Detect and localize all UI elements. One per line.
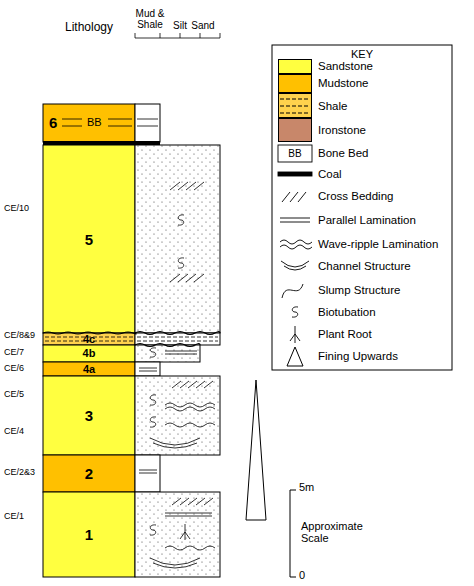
- bone-bed-mark: BB: [87, 117, 102, 128]
- bed-number: 5: [85, 232, 93, 247]
- grain-size-scale: Silt: [173, 20, 187, 31]
- sample-code: CE/8&9: [4, 331, 35, 341]
- bed-band: 5: [43, 145, 135, 333]
- legend-swatch: [278, 74, 312, 93]
- legend-text: Mudstone: [318, 77, 369, 90]
- bed-band: 1: [43, 492, 135, 577]
- scale-label: 0: [299, 569, 305, 581]
- bed-number: 4b: [83, 348, 96, 359]
- legend-swatch: [278, 59, 312, 74]
- legend-text: Plant Root: [318, 328, 372, 341]
- bed-number: 4a: [83, 364, 95, 375]
- sample-code: CE/7: [4, 348, 24, 358]
- scale-label: Approximate Scale: [301, 520, 363, 544]
- bed-number: 2: [85, 466, 93, 481]
- bed-band: 4b: [43, 345, 135, 362]
- key-title: KEY: [351, 48, 373, 60]
- legend-text: Bone Bed: [318, 147, 369, 160]
- legend-text: Channel Structure: [318, 260, 411, 273]
- bed-band: 4c: [43, 333, 135, 345]
- bone-bed-mark: BB: [288, 148, 301, 159]
- bed-band: 2: [43, 455, 135, 492]
- column-heading: Lithology: [65, 21, 113, 34]
- scale-label: 5m: [299, 481, 314, 493]
- bed-band: 4a: [43, 362, 135, 376]
- legend-text: Wave-ripple Lamination: [318, 238, 438, 251]
- bed-number: 4c: [83, 334, 95, 345]
- sample-code: CE/10: [4, 204, 29, 214]
- bed-number: 6: [49, 115, 57, 130]
- grain-size-scale: Sand: [191, 20, 214, 31]
- legend-swatch: [278, 118, 312, 142]
- legend-text: Slump Structure: [318, 284, 400, 297]
- bed-band: 3: [43, 376, 135, 455]
- legend-text: Shale: [318, 100, 347, 113]
- legend-text: Biotubation: [318, 306, 376, 319]
- sample-code: CE/2&3: [4, 468, 35, 478]
- legend-text: Parallel Lamination: [318, 214, 416, 227]
- sample-code: CE/4: [4, 427, 24, 437]
- sample-code: CE/1: [4, 512, 24, 522]
- bed-number: 3: [85, 408, 93, 423]
- bed-band: 6 BB: [43, 104, 135, 141]
- grain-size-scale: Mud & Shale: [132, 8, 168, 30]
- sample-code: CE/5: [4, 390, 24, 400]
- legend-swatch: [278, 93, 312, 118]
- sample-code: CE/6: [4, 364, 24, 374]
- legend-text: Coal: [318, 168, 342, 181]
- bed-number: 1: [85, 527, 93, 542]
- legend-text: Cross Bedding: [318, 190, 393, 203]
- legend-text: Sandstone: [318, 60, 373, 73]
- legend-text: Fining Upwards: [318, 350, 398, 363]
- legend-text: Ironstone: [318, 124, 366, 137]
